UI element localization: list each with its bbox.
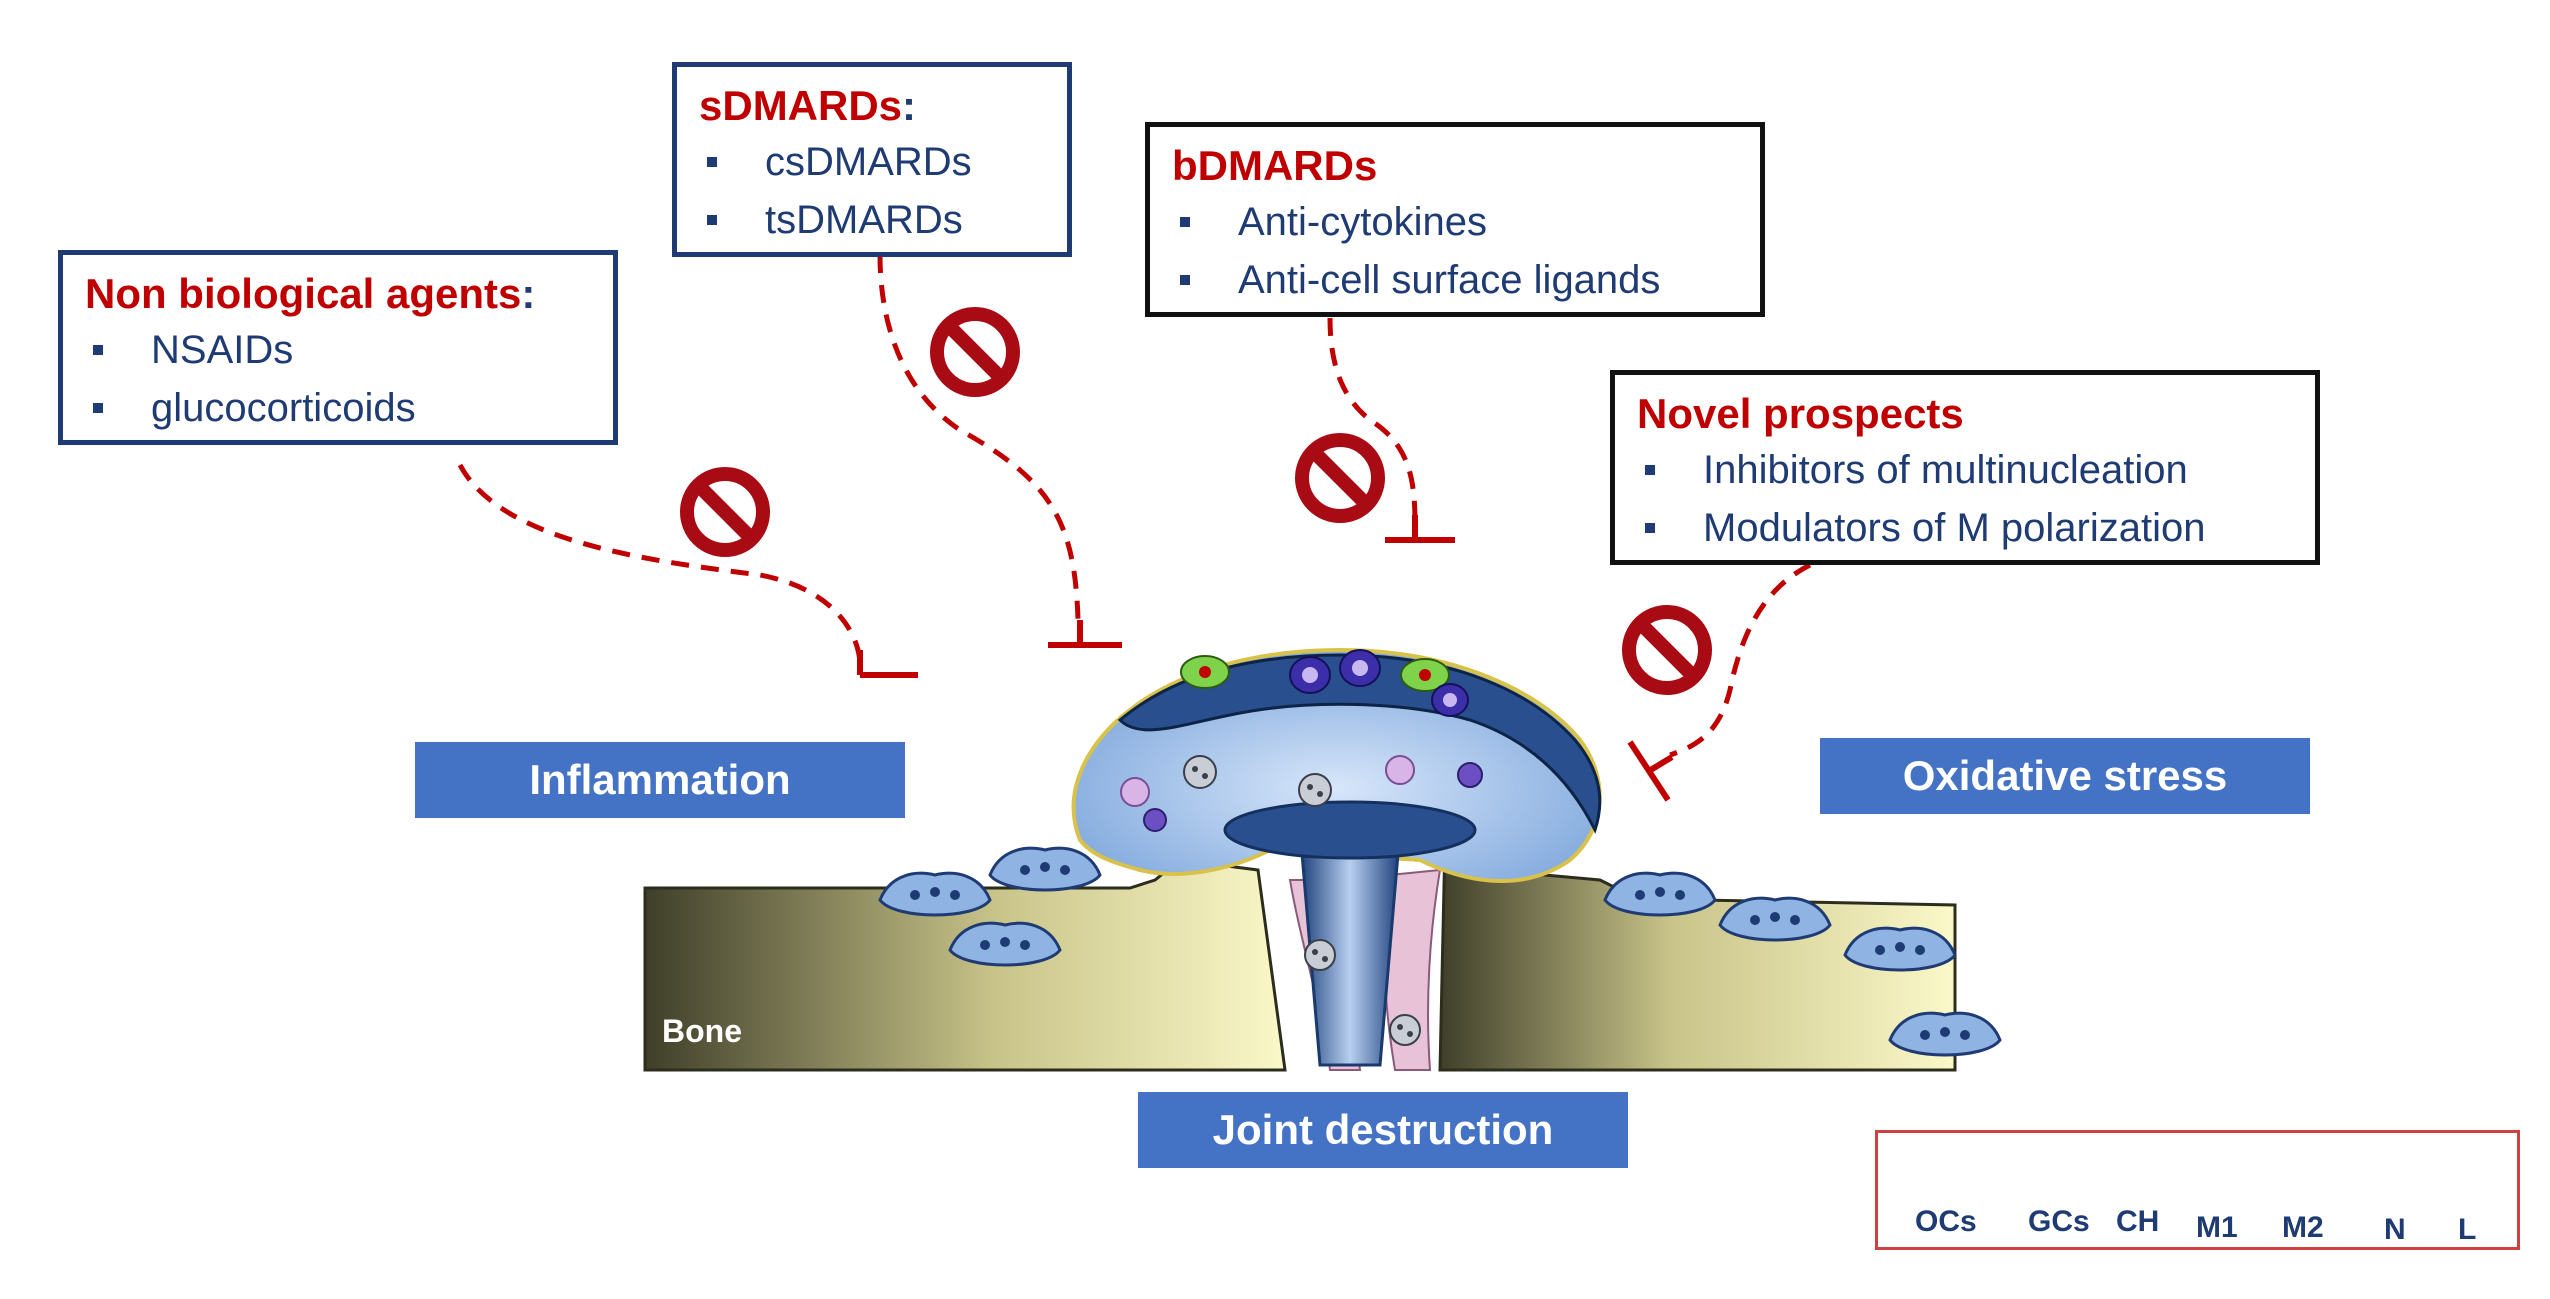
oxidative-stress-label: Oxidative stress xyxy=(1820,738,2310,814)
sdmards-box: sDMARDs: csDMARDs tsDMARDs xyxy=(672,62,1072,257)
osteoclast-icon xyxy=(1718,896,1832,942)
legend-label-ocs: OCs xyxy=(1915,1205,1977,1238)
lymphocyte-icon xyxy=(1143,808,1167,832)
non-biological-agents-box: Non biological agents: NSAIDs glucocorti… xyxy=(58,250,618,445)
osteoclast-icon xyxy=(1888,1011,2002,1057)
cell-cluster xyxy=(1120,649,1483,1046)
bone xyxy=(643,837,1957,1072)
bullet-icon xyxy=(707,215,717,225)
inhibition-line-nonbiological xyxy=(457,463,863,666)
list-item: Modulators of M polarization xyxy=(1637,499,2293,557)
lymphocyte-icon xyxy=(1457,762,1483,788)
neutrophil-icon xyxy=(1385,755,1415,785)
osteoclasts xyxy=(878,846,2002,1057)
bullet-icon xyxy=(1180,275,1190,285)
prohibition-icon xyxy=(1295,433,1385,523)
prohibition-icon xyxy=(930,307,1020,397)
joint-destruction-label: Joint destruction xyxy=(1138,1092,1628,1168)
box-title: Non biological agents: xyxy=(85,270,536,317)
list-item: Inhibitors of multinucleation xyxy=(1637,441,2293,499)
list-item: Anti-cell surface ligands xyxy=(1172,251,1738,309)
legend-label-m1: M1 xyxy=(2196,1211,2238,1244)
inflammation-label: Inflammation xyxy=(415,742,905,818)
legend-label-n: N xyxy=(2384,1213,2406,1246)
legend-label-m2: M2 xyxy=(2282,1211,2324,1244)
legend-label-gcs: GCs xyxy=(2028,1205,2090,1238)
bullet-icon xyxy=(93,345,103,355)
list-item: csDMARDs xyxy=(699,133,1045,191)
novel-prospects-box: Novel prospects Inhibitors of multinucle… xyxy=(1610,370,2320,565)
m2-macrophage-icon xyxy=(1400,658,1450,692)
bdmards-box: bDMARDs Anti-cytokines Anti-cell surface… xyxy=(1145,122,1765,317)
stalk-cap xyxy=(1223,800,1477,860)
list-item: NSAIDs xyxy=(85,321,591,379)
box-title: Novel prospects xyxy=(1637,390,1964,437)
list-item: glucocorticoids xyxy=(85,379,591,437)
osteoclast-icon xyxy=(948,921,1062,967)
prohibition-icons xyxy=(680,307,1712,695)
osteoclast-icon xyxy=(878,871,992,917)
legend-label-ch: CH xyxy=(2116,1205,2160,1238)
granular-cell-icon xyxy=(1304,939,1336,971)
m1-macrophage-icon xyxy=(1289,656,1331,694)
inhibition-line-sdmards xyxy=(877,254,1081,621)
box-title: bDMARDs xyxy=(1172,142,1378,189)
inhibition-lines xyxy=(457,254,1812,758)
osteoclast-icon xyxy=(988,846,1102,892)
bullet-icon xyxy=(1645,465,1655,475)
granular-cell-icon xyxy=(1298,773,1332,807)
inhibition-bars xyxy=(857,515,1674,802)
granular-cell-icon xyxy=(1183,755,1217,789)
inhibition-line-bdmards xyxy=(1327,317,1418,526)
cell-legend: OCs GCs CH M1 M2 N L xyxy=(1875,1130,2520,1250)
m2-macrophage-icon xyxy=(1180,655,1230,689)
box-title: sDMARDs: xyxy=(699,82,917,129)
m1-macrophage-icon xyxy=(1431,683,1469,717)
inhibition-line-novel xyxy=(1669,562,1812,758)
prohibition-icon xyxy=(1622,605,1712,695)
list-item: Anti-cytokines xyxy=(1172,193,1738,251)
m1-macrophage-icon xyxy=(1339,649,1381,687)
bone-label: Bone xyxy=(662,1013,742,1049)
osteoclast-icon xyxy=(1843,926,1957,972)
legend-label-l: L xyxy=(2458,1213,2477,1246)
bullet-icon xyxy=(1180,217,1190,227)
list-item: tsDMARDs xyxy=(699,191,1045,249)
bullet-icon xyxy=(1645,523,1655,533)
bullet-icon xyxy=(93,403,103,413)
osteoclast-icon xyxy=(1603,871,1717,917)
pannus xyxy=(1071,647,1602,1067)
neutrophil-icon xyxy=(1120,777,1150,807)
prohibition-icon xyxy=(680,467,770,557)
bullet-icon xyxy=(707,157,717,167)
granular-cell-icon xyxy=(1389,1014,1421,1046)
